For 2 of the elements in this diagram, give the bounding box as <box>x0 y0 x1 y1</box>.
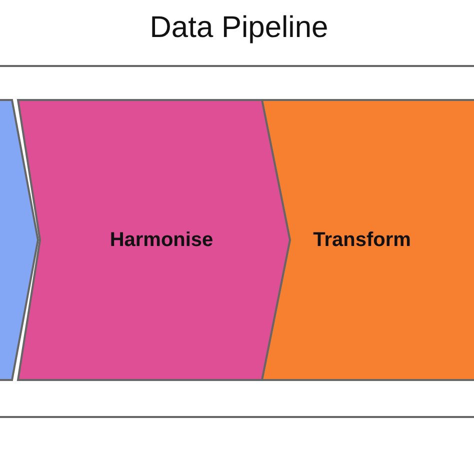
step-label: Transform <box>313 228 411 252</box>
pipeline-heading: Data Pipeline <box>148 11 330 45</box>
